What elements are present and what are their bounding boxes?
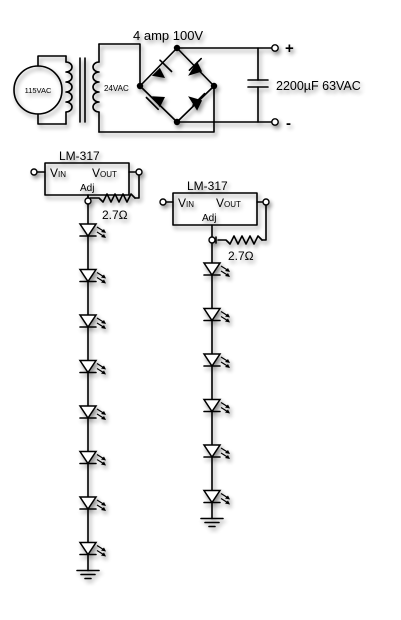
node-dot [136,82,144,90]
source-label: 115VAC [25,86,52,95]
schematic-drawing: 115VAC 24VAC 4 amp 100V [13,28,361,580]
regulator-2-vin-sub: IN [186,200,194,209]
regulator-2-vout-sub: OUT [224,200,241,209]
regulator-2-vout: V [216,196,224,210]
transformer: 24VAC [65,43,215,133]
negative-terminal [271,118,279,126]
svg-text:VOUT: VOUT [216,196,241,210]
led [78,541,106,572]
regulator-1-resistor: 2.7Ω [102,208,128,222]
positive-terminal [271,44,279,52]
regulator-1-vin: V [50,166,58,180]
led [202,489,230,520]
negative-label: - [286,115,291,132]
capacitor-label: 2200µF 63VAC [276,79,361,93]
led-column-2 [200,224,230,528]
svg-text:VIN: VIN [178,196,194,210]
regulator-1-adj: Adj [80,183,94,194]
transformer-secondary-label: 24VAC [104,84,129,93]
ac-source: 115VAC [13,55,67,125]
regulator-2-title: LM-317 [187,179,228,193]
led [202,398,230,446]
node-dot [210,82,218,90]
led [78,450,106,498]
rectifier-label: 4 amp 100V [133,28,203,43]
regulator-2-adj: Adj [202,213,216,224]
led [78,496,106,544]
svg-text:VOUT: VOUT [92,166,117,180]
regulator-string-1: LM-317 VIN VOUT Adj 2.7Ω [30,149,143,580]
positive-label: + [285,40,294,57]
led [78,314,106,362]
regulator-1-vin-sub: IN [58,170,66,179]
led [202,262,230,310]
regulator-1-title: LM-317 [59,149,100,163]
regulator-2-vin: V [178,196,186,210]
regulator-string-2: LM-317 VIN VOUT Adj 2.7Ω [159,179,270,528]
led [78,359,106,407]
led [202,353,230,401]
regulator-1-vout-sub: OUT [100,170,117,179]
ground-symbol [200,517,224,528]
led [202,444,230,492]
svg-text:VIN: VIN [50,166,66,180]
led [202,307,230,355]
ground-symbol [76,569,100,580]
led-column-1 [76,194,106,580]
bridge-rectifier: 4 amp 100V [133,28,218,126]
filter-stage: 2200µF 63VAC + - [176,40,361,132]
regulator-2-resistor: 2.7Ω [228,249,254,263]
led [78,223,106,271]
led [78,405,106,453]
led [78,268,106,316]
regulator-1-vout: V [92,166,100,180]
